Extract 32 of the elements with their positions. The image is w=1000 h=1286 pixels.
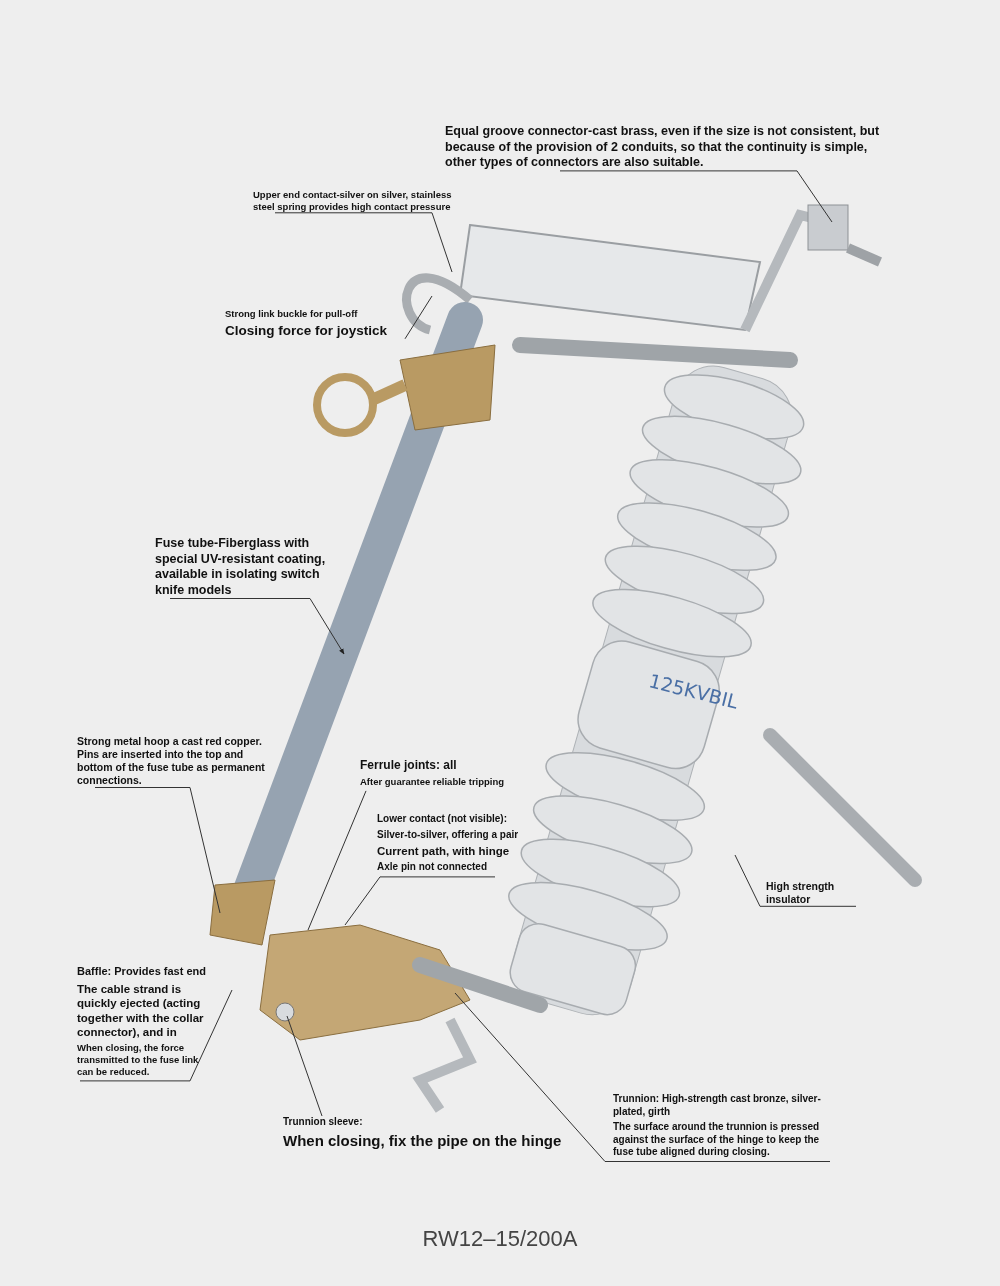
leader-line — [286, 1015, 323, 1117]
callout-heading: Lower contact (not visible): — [377, 813, 508, 826]
callout-heading: Ferrule joints: all — [360, 758, 458, 773]
leader-line — [169, 598, 345, 655]
callout-text: Fuse tube-Fiberglass with special UV-resistant coating, available in isolating switch knife models — [155, 536, 345, 599]
leader-line — [454, 992, 831, 1162]
leader-line — [79, 989, 233, 1082]
callout-text: High strength insulator — [766, 880, 856, 907]
callout-text: Silver-to-silver, offering a pair — [377, 828, 520, 841]
callout-text: After guarantee reliable tripping — [360, 776, 506, 788]
leader-line — [274, 212, 453, 273]
leader-line — [404, 295, 433, 340]
leader-line — [94, 787, 221, 914]
callout-text: When closing, the force transmitted to the fuse link can be reduced. — [77, 1042, 200, 1078]
callout-heading: Trunnion: High-strength cast bronze, silver-plated, girth — [613, 1093, 822, 1118]
leader-line — [559, 170, 833, 223]
callout-text: Equal groove connector-cast brass, even if the size is not consistent, but because of the provision of 2 conduits, so that the continuity is simple, other types of connectors are also suitable. — [445, 124, 890, 171]
callout-heading: Strong link buckle for pull-off — [225, 308, 359, 320]
callout-text: Upper end contact-silver on silver, stainless steel spring provides high contact pressure — [253, 189, 473, 213]
callout-text: Axle pin not connected — [377, 861, 488, 874]
callout-heading: Baffle: Provides fast end — [77, 965, 207, 979]
callout-heading: Trunnion sleeve: — [283, 1116, 364, 1129]
callout-text: Closing force for joystick — [225, 322, 389, 340]
model-caption: RW12–15/200A — [422, 1226, 578, 1251]
leader-line — [307, 790, 367, 931]
callout-text: Strong metal hoop a cast red copper. Pins are inserted into the top and bottom of the fuse tube as permanent connections. — [77, 735, 267, 788]
leader-line — [344, 876, 496, 926]
leader-line — [734, 854, 857, 907]
callout-text: Current path, with hinge — [377, 844, 511, 859]
callout-text: When closing, fix the pipe on the hinge — [283, 1131, 563, 1151]
callout-text: The cable strand is quickly ejected (acting together with the collar connector), and in — [77, 981, 205, 1040]
callout-text: The surface around the trunnion is pressed against the surface of the hinge to keep the fuse tube aligned during closing. — [613, 1121, 821, 1159]
